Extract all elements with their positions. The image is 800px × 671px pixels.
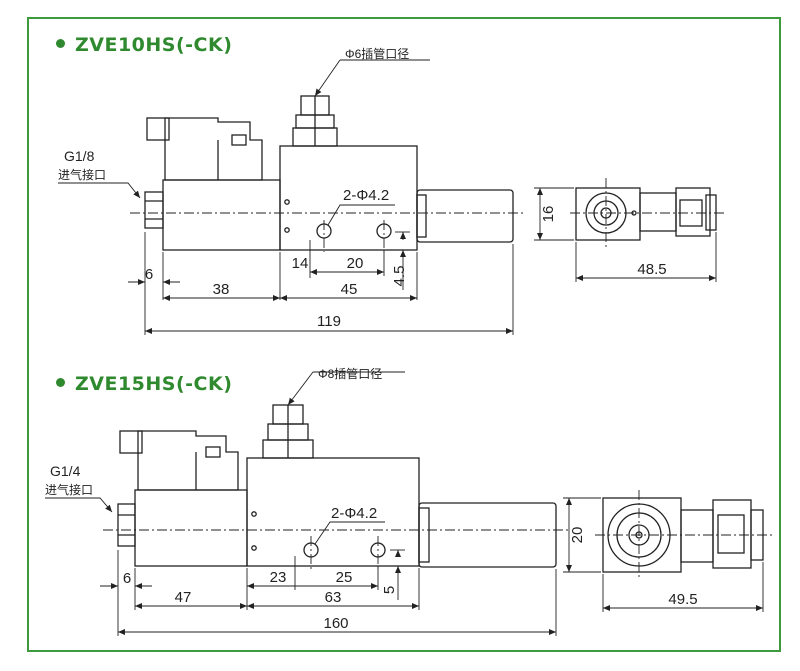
port-label: 进气接口 bbox=[58, 167, 106, 182]
dim-label: 20 bbox=[569, 527, 586, 544]
hole-label: 2-Φ4.2 bbox=[331, 505, 377, 522]
top-end-view bbox=[575, 187, 717, 241]
centerline bbox=[595, 490, 772, 580]
title-top: ZVE10HS(-CK) bbox=[56, 34, 232, 56]
vacuum-cylinder bbox=[416, 189, 514, 243]
drawing-frame bbox=[27, 17, 781, 652]
dimension-lines bbox=[563, 497, 764, 612]
title-bottom: ZVE15HS(-CK) bbox=[56, 373, 232, 395]
dim-label: 48.5 bbox=[637, 261, 666, 278]
port-label: 进气接口 bbox=[45, 482, 93, 497]
title-top-text: ZVE10HS(-CK) bbox=[75, 34, 233, 56]
coil-window bbox=[231, 134, 247, 146]
valve-block-left bbox=[162, 179, 281, 251]
port-label: G1/8 bbox=[64, 148, 95, 164]
centerline bbox=[130, 212, 525, 252]
dim-label: 5 bbox=[381, 586, 398, 594]
tube-label: Φ8插管口径 bbox=[318, 366, 382, 381]
dim-label: 23 bbox=[270, 569, 287, 586]
dim-label: 45 bbox=[341, 281, 358, 298]
valve-block-left bbox=[134, 489, 248, 567]
inlet-fitting bbox=[117, 503, 136, 547]
bottom-side-view bbox=[117, 404, 557, 568]
dim-label: 47 bbox=[175, 589, 192, 606]
dim-label: 160 bbox=[323, 615, 348, 632]
dim-label: 63 bbox=[325, 589, 342, 606]
dimension-lines bbox=[534, 187, 717, 282]
centerline bbox=[103, 529, 568, 572]
dim-label: 49.5 bbox=[668, 591, 697, 608]
coil-housing bbox=[137, 430, 239, 491]
bullet-icon bbox=[56, 39, 65, 48]
dim-label: 20 bbox=[347, 255, 364, 272]
coil-housing bbox=[164, 117, 263, 181]
dimension-lines bbox=[45, 371, 557, 636]
dim-label: 38 bbox=[213, 281, 230, 298]
vacuum-cylinder bbox=[418, 502, 557, 568]
coil-cap bbox=[119, 430, 143, 454]
dim-label: 119 bbox=[317, 313, 341, 330]
dim-label: 16 bbox=[540, 206, 557, 223]
title-bottom-text: ZVE15HS(-CK) bbox=[75, 373, 233, 395]
top-labels: 6 38 45 119 14 20 4.5 2-Φ4.2 Φ6插管口径 G1/8… bbox=[58, 46, 409, 330]
dim-label: 25 bbox=[336, 569, 353, 586]
tube-label: Φ6插管口径 bbox=[345, 46, 409, 61]
centerline bbox=[570, 178, 725, 250]
dim-label: 6 bbox=[145, 266, 153, 283]
dim-label: 14 bbox=[292, 255, 309, 272]
inlet-fitting bbox=[144, 191, 164, 229]
dim-label: 4.5 bbox=[391, 266, 408, 287]
coil-cap bbox=[146, 117, 170, 141]
bottom-labels: 6 47 63 160 23 25 5 2-Φ4.2 Φ8插管口径 G1/4 进… bbox=[45, 366, 398, 632]
dim-label: 6 bbox=[123, 570, 131, 587]
dimension-lines bbox=[58, 59, 514, 335]
port-label: G1/4 bbox=[50, 463, 81, 479]
bullet-icon bbox=[56, 378, 65, 387]
hole-label: 2-Φ4.2 bbox=[343, 187, 389, 204]
top-side-view bbox=[144, 95, 514, 251]
coil-window bbox=[205, 446, 221, 458]
